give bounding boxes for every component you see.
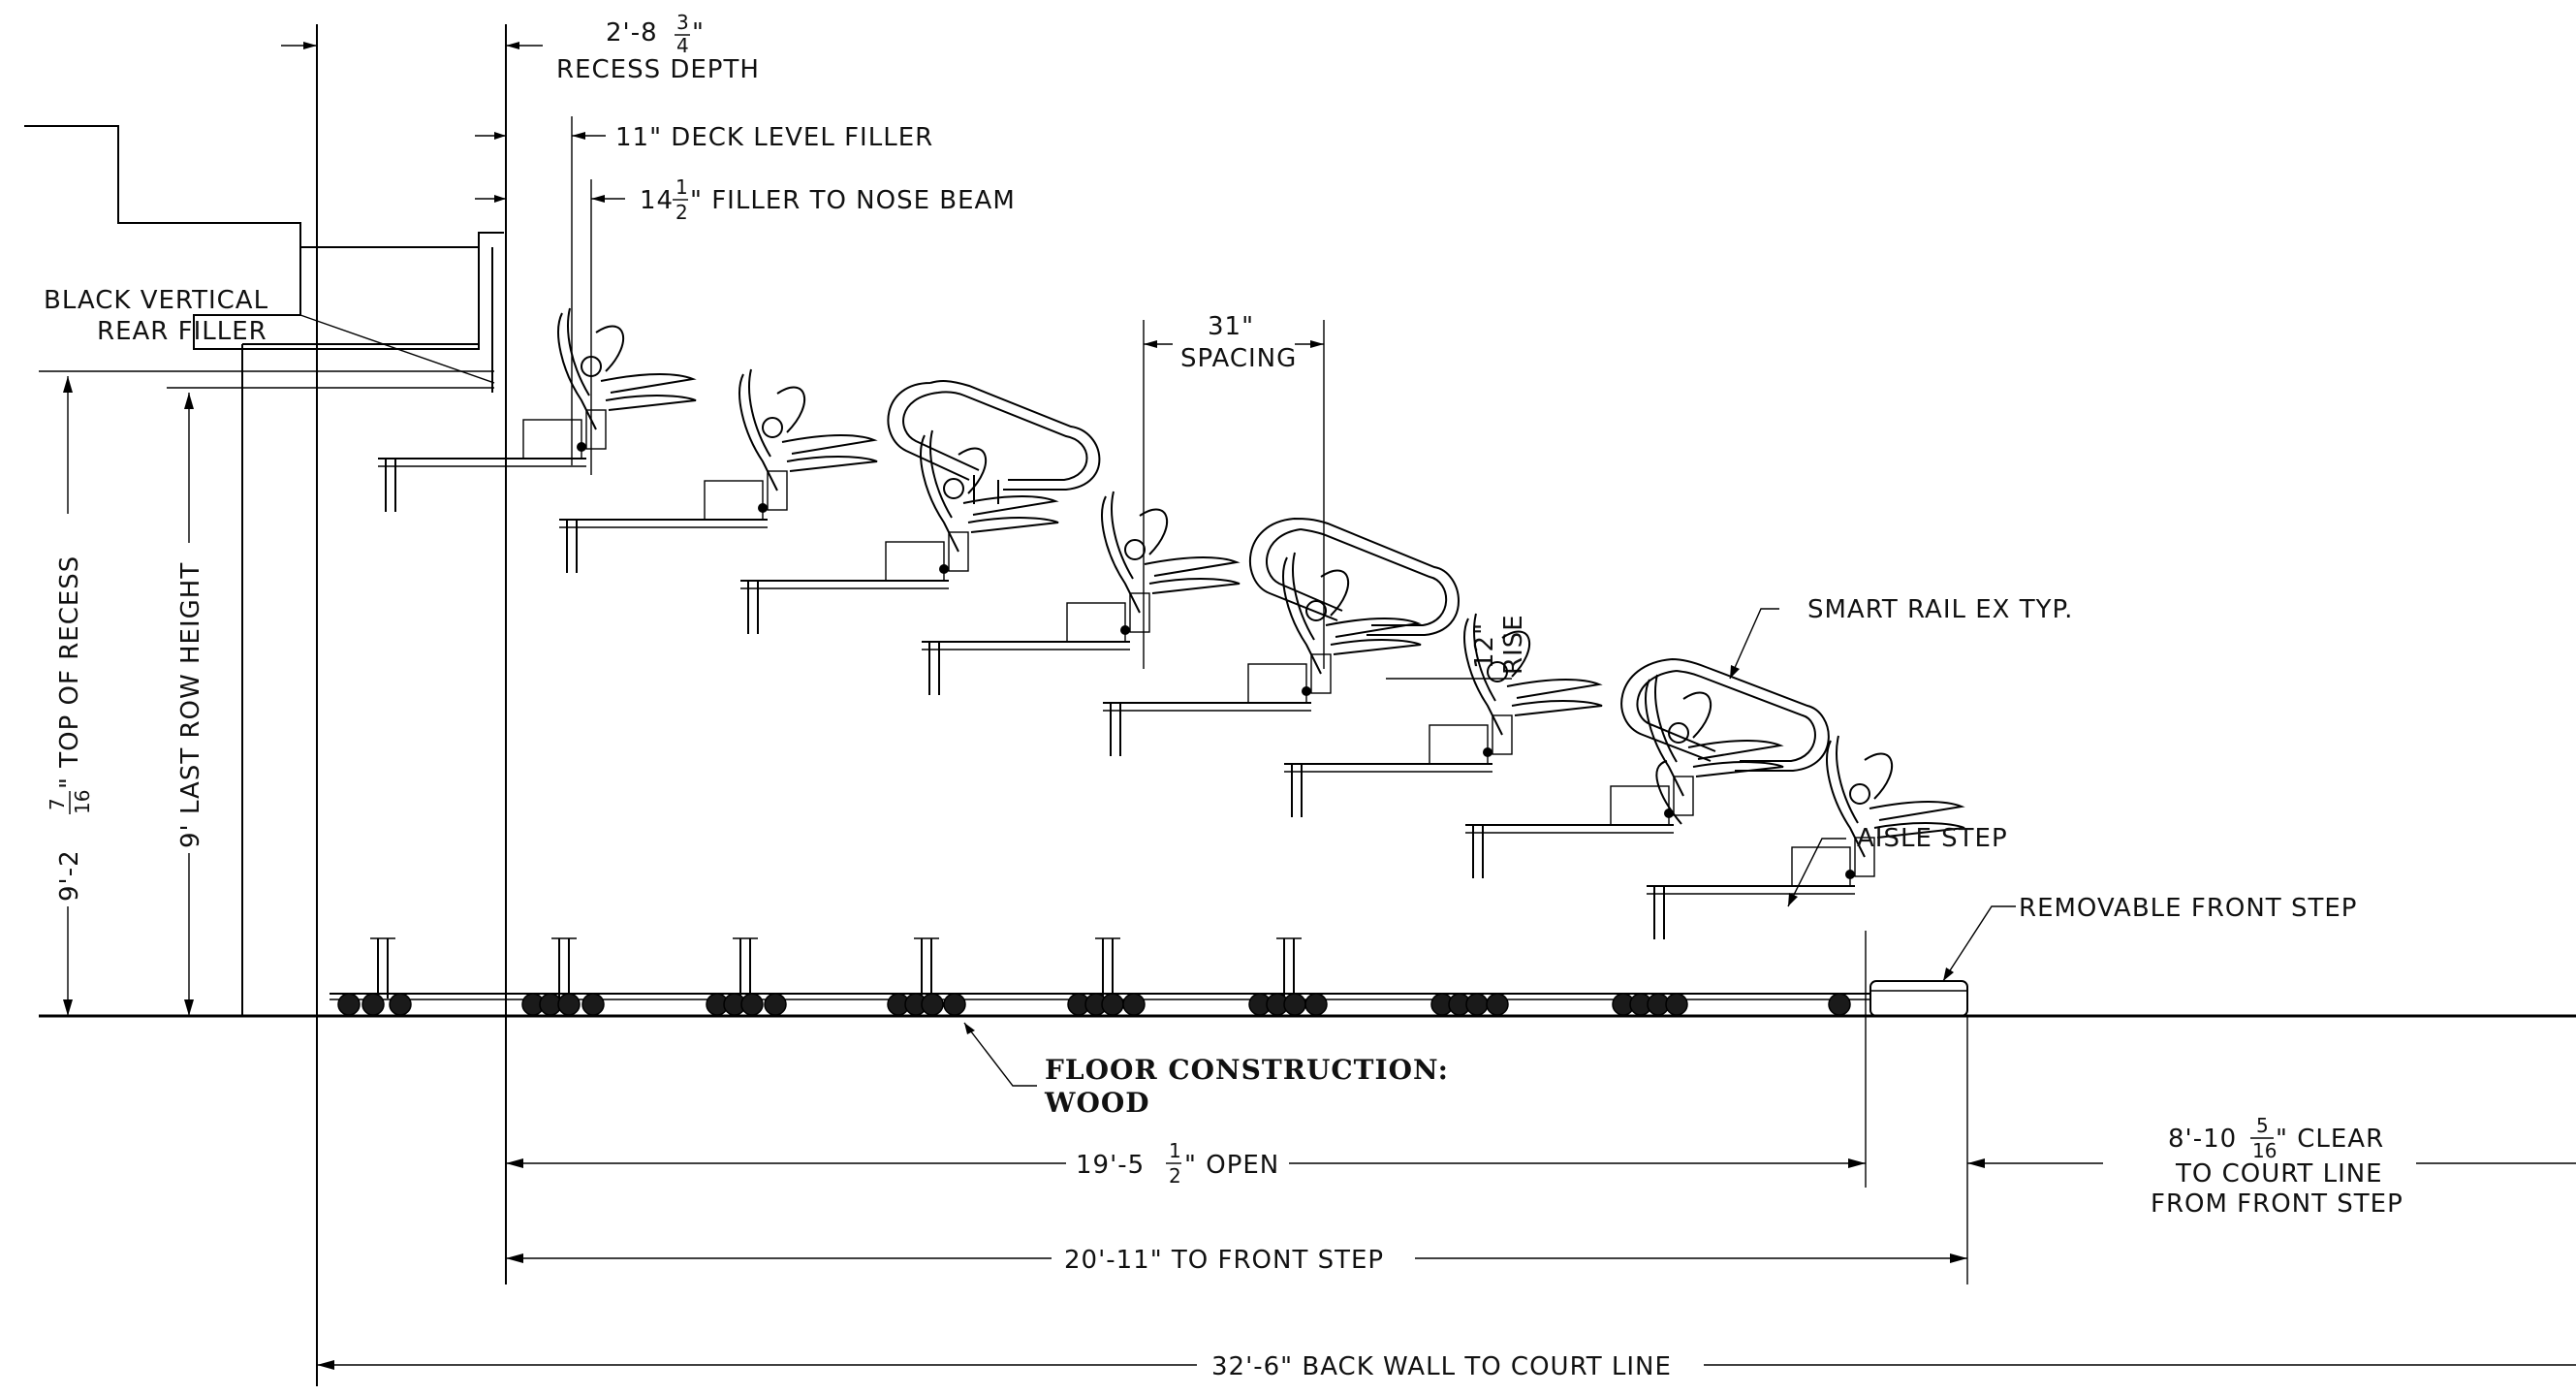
nose-filler-num: 1 — [675, 175, 688, 199]
floor-post — [914, 937, 939, 999]
spacing-text: SPACING — [1180, 344, 1297, 373]
removable-front-step-label: REMOVABLE FRONT STEP — [2019, 894, 2357, 923]
wheel — [740, 993, 764, 1016]
seating-row — [922, 491, 1241, 695]
top-dimensions — [281, 42, 625, 475]
clear-dim-num: 5 — [2256, 1114, 2269, 1137]
left-dimensions — [63, 376, 194, 1016]
svg-text:9'-2: 9'-2 — [55, 849, 84, 902]
svg-text:": " — [692, 18, 705, 48]
seating-row — [1647, 735, 1965, 939]
recess-depth-label: RECESS DEPTH — [556, 55, 760, 84]
bleacher-chair — [738, 368, 878, 513]
wheel — [943, 993, 966, 1016]
bleacher-chair — [557, 307, 697, 452]
removable-front-step — [1869, 980, 1968, 1017]
nose-filler-a: 14 — [640, 186, 674, 215]
svg-text:7: 7 — [46, 798, 69, 810]
nose-filler-den: 2 — [675, 201, 688, 224]
wheel — [921, 993, 944, 1016]
seating-row — [1103, 552, 1422, 756]
smart-rails — [887, 380, 1830, 825]
open-dim-a: 19'-5 — [1076, 1151, 1145, 1180]
wheel — [337, 993, 361, 1016]
svg-text:" TOP OF RECESS: " TOP OF RECESS — [55, 555, 84, 789]
bottom-dimensions — [317, 931, 2576, 1370]
wheel — [1101, 993, 1124, 1016]
leaders — [963, 608, 2016, 1087]
clear-dim-den: 16 — [2252, 1139, 2277, 1162]
open-dim-b: " OPEN — [1184, 1151, 1279, 1180]
seating-steps — [370, 307, 1965, 999]
seating-row — [1284, 613, 1603, 817]
clear-line-3: FROM FRONT STEP — [2151, 1189, 2403, 1219]
clear-line-2: TO COURT LINE — [2175, 1159, 2383, 1189]
wheel — [361, 993, 385, 1016]
floor-construction-label: FLOOR CONSTRUCTION: — [1045, 1054, 1449, 1086]
clear-dim-a: 8'-10 — [2168, 1125, 2237, 1154]
wheel — [389, 993, 412, 1016]
wall-outline — [24, 24, 2576, 1386]
seating-row — [1465, 674, 1784, 878]
black-vertical-label-1: BLACK VERTICAL — [44, 286, 268, 315]
svg-text:9' LAST ROW HEIGHT: 9' LAST ROW HEIGHT — [176, 562, 205, 848]
top-recess-dim: 9'-2 7 16 " TOP OF RECESS — [46, 555, 94, 902]
floor-post — [1095, 937, 1120, 999]
seating-row — [559, 368, 878, 573]
open-dim-num: 1 — [1169, 1139, 1181, 1162]
recess-depth-frac-num: 3 — [676, 11, 689, 34]
clear-dim-b: " CLEAR — [2276, 1125, 2384, 1154]
wheel — [557, 993, 581, 1016]
spacing-dim: 31" — [1208, 312, 1254, 341]
wheel — [764, 993, 787, 1016]
bleacher-chair — [1282, 552, 1422, 696]
recess-depth-dim: 2'-8 — [606, 18, 658, 48]
last-row-dim: 9' LAST ROW HEIGHT — [176, 562, 205, 848]
bleacher-chair — [1645, 674, 1784, 818]
smart-rail-label: SMART RAIL EX TYP. — [1807, 595, 2073, 624]
seating-row — [740, 429, 1059, 634]
floor-post — [551, 937, 577, 999]
wheel — [1465, 993, 1489, 1016]
aisle-step-label: AISLE STEP — [1857, 824, 2008, 853]
wheel — [1283, 993, 1306, 1016]
recess-depth-frac-den: 4 — [676, 34, 689, 57]
floor-construction-wood: WOOD — [1044, 1087, 1150, 1119]
front-step-dim: 20'-11" TO FRONT STEP — [1064, 1246, 1384, 1275]
seating-row — [378, 307, 697, 512]
floor-post — [370, 937, 395, 999]
svg-text:16: 16 — [71, 790, 94, 814]
deck-filler-label: 11" DECK LEVEL FILLER — [615, 123, 933, 152]
wheel — [581, 993, 605, 1016]
floor-post — [733, 937, 758, 999]
nose-filler-b: " FILLER TO NOSE BEAM — [690, 186, 1016, 215]
floor-wheels — [330, 993, 1870, 1016]
wheel — [1486, 993, 1509, 1016]
bleacher-chair — [1463, 613, 1603, 757]
open-dim-den: 2 — [1169, 1164, 1181, 1188]
wheel — [1665, 993, 1688, 1016]
black-vertical-label-2: REAR FILLER — [97, 317, 267, 346]
bleacher-chair — [1101, 491, 1241, 635]
back-wall-dim: 32'-6" BACK WALL TO COURT LINE — [1211, 1352, 1672, 1381]
wheel — [1122, 993, 1146, 1016]
bleacher-chair — [920, 429, 1059, 574]
spacing-dimension — [1143, 320, 1325, 669]
floor-post — [1276, 937, 1302, 999]
wheel — [1304, 993, 1328, 1016]
bleacher-chair — [1826, 735, 1965, 879]
wheel — [1828, 993, 1851, 1016]
